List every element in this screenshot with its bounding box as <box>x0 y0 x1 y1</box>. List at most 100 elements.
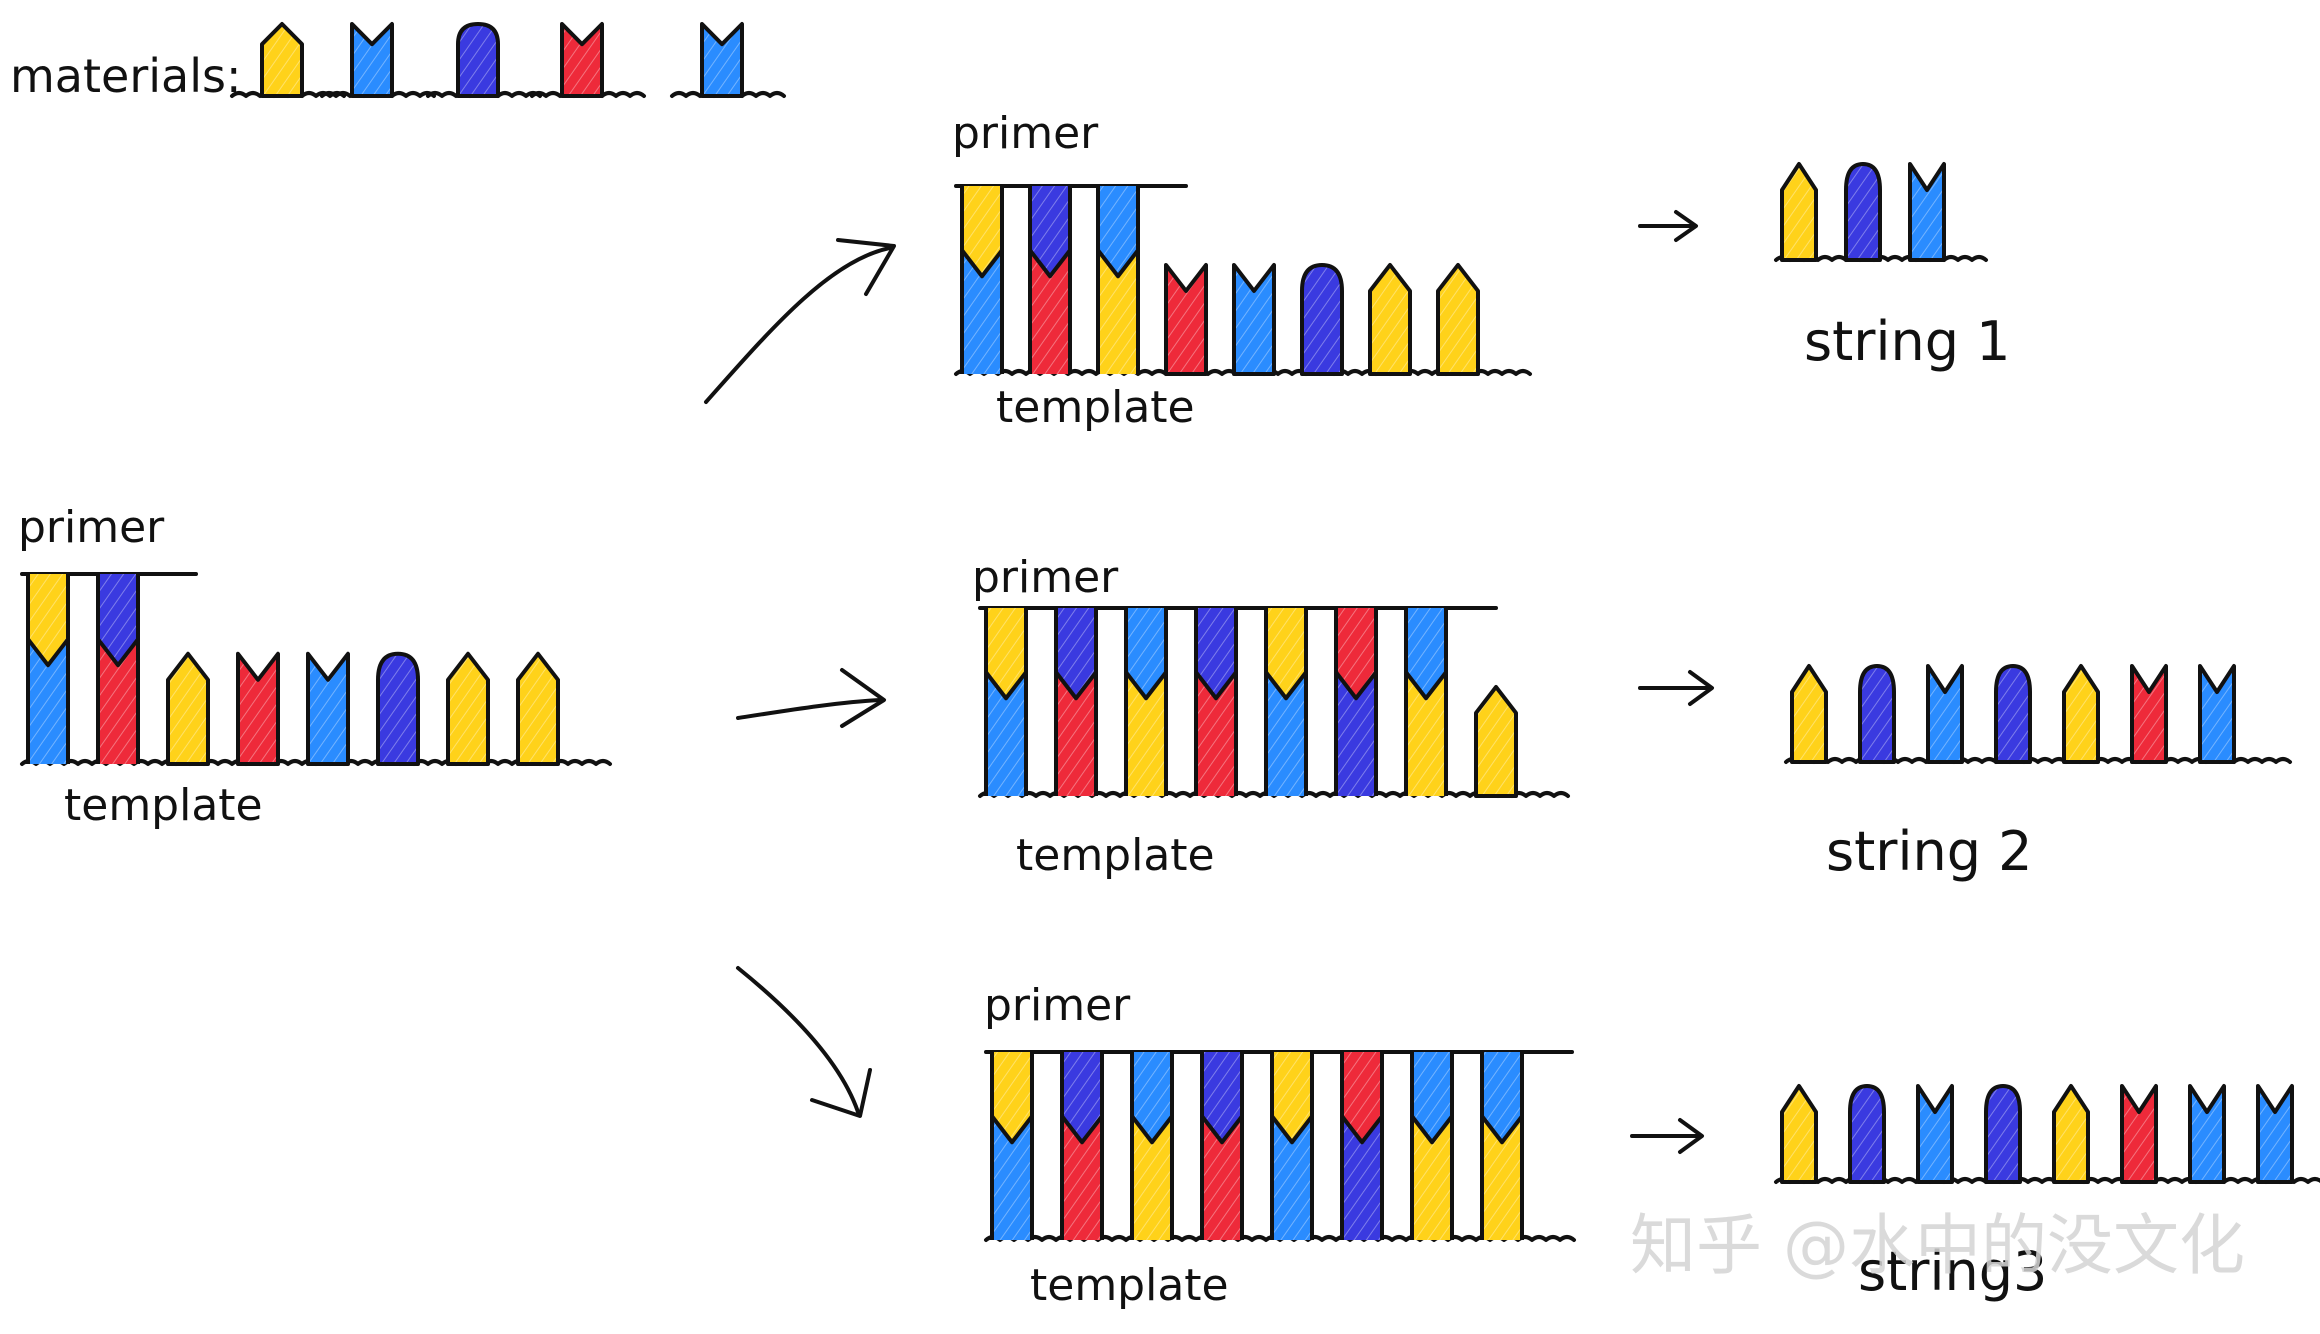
string-2-unit-0 <box>1790 664 1828 764</box>
template-free-3-outline <box>376 651 420 766</box>
materials-strip <box>230 22 786 98</box>
outcome-2-pair-2 <box>1124 608 1168 796</box>
outcome-3-pair-5-top-hatch <box>1342 1052 1382 1143</box>
string-2-unit-1-outline <box>1858 664 1896 764</box>
outcome-1-free-4-outline <box>1436 262 1480 376</box>
outcome-2-pair-5-outline <box>1334 608 1378 796</box>
materials-label: materials: <box>10 49 241 103</box>
outcome-3-pair-3-top-hatch <box>1202 1052 1242 1143</box>
template-pair-1-bottom-hatch <box>98 639 138 764</box>
outcome-3-pair-5-outline <box>1340 1052 1384 1240</box>
outcome-2-pair-6-outline <box>1404 608 1448 796</box>
template-free-2-outline <box>306 651 350 766</box>
string-2-product <box>1784 664 2292 764</box>
outcome-1-pair-2-top-hatch <box>1098 186 1138 277</box>
template-free-1 <box>236 651 280 766</box>
outcome-1-pair-1 <box>1028 186 1072 374</box>
template-free-0 <box>166 651 210 766</box>
outcome-3-pair-0 <box>990 1052 1034 1240</box>
string-3-unit-4-outline <box>2052 1084 2090 1184</box>
template-free-0-outline <box>166 651 210 766</box>
branch-arrow-up <box>704 238 896 404</box>
outcome-3-pair-6-top-hatch <box>1412 1052 1452 1143</box>
outcome-1-pair-0-outline <box>960 186 1004 374</box>
material-unit-0-hatch <box>262 24 302 96</box>
outcome-2-pair-5-bottom-hatch <box>1336 672 1376 796</box>
watermark-text: 知乎 @水中的没文化 <box>1630 1207 2245 1284</box>
string-2-unit-6-hatch <box>2200 666 2234 762</box>
outcome-2-pair-6-bottom-hatch <box>1406 672 1446 796</box>
string-2-unit-3-hatch <box>1996 666 2030 762</box>
string-2-unit-4-hatch <box>2064 666 2098 762</box>
outcome-2-free-0-hatch <box>1476 686 1516 796</box>
outcome-3-pair-1 <box>1060 1052 1104 1240</box>
outcome-1-pair-0 <box>960 186 1004 374</box>
outcome-2-pair-5-top-hatch <box>1336 608 1376 699</box>
outcome-2-pair-4-bottom-hatch <box>1266 672 1306 796</box>
outcome-3-pair-4-top-hatch <box>1272 1052 1312 1143</box>
string-3-unit-3-outline <box>1984 1084 2022 1184</box>
string-3-unit-6 <box>2188 1084 2226 1184</box>
outcome-2-pair-4-outline <box>1264 608 1308 796</box>
template-pair-1 <box>96 574 140 764</box>
outcome-2-pair-6-top-hatch <box>1406 608 1446 699</box>
outcome-3-pair-1-top-hatch <box>1062 1052 1102 1143</box>
string-2-unit-5-hatch <box>2132 666 2166 762</box>
outcome-2-pair-4-top-hatch <box>1266 608 1306 699</box>
template-free-2 <box>306 651 350 766</box>
outcome-1-free-2 <box>1300 262 1344 376</box>
template-free-4 <box>446 651 490 766</box>
template-label-1: template <box>996 382 1195 433</box>
outcome-3-pair-4 <box>1270 1052 1314 1240</box>
string-label-2: string 2 <box>1826 820 2033 883</box>
primer-label-2: primer <box>972 552 1119 603</box>
string-3-unit-5-outline <box>2120 1084 2158 1184</box>
outcome-2-pair-2-bottom-hatch <box>1126 672 1166 796</box>
outcome-3-pair-3 <box>1200 1052 1244 1240</box>
outcome-3-pair-6-outline <box>1410 1052 1454 1240</box>
outcome-2-pair-0-top-hatch <box>986 608 1026 699</box>
outcome-2-pair-3-top-hatch <box>1196 608 1236 699</box>
outcome-3-pair-0-outline <box>990 1052 1034 1240</box>
material-unit-0-outline <box>260 22 304 98</box>
outcome-2-pair-1-outline <box>1054 608 1098 796</box>
outcome-2-pair-2-top-hatch <box>1126 608 1166 699</box>
outcome-3-pair-2-bottom-hatch <box>1132 1116 1172 1240</box>
string-3-unit-2 <box>1916 1084 1954 1184</box>
outcome-1-free-1-outline <box>1232 262 1276 376</box>
outcome-3-pair-5-bottom-hatch <box>1342 1116 1382 1240</box>
template-free-5-outline <box>516 651 560 766</box>
template-free-5 <box>516 651 560 766</box>
string-1-product <box>1774 162 1988 262</box>
string-3-unit-0 <box>1780 1084 1818 1184</box>
material-unit-1-outline <box>350 22 394 98</box>
string-3-unit-4-hatch <box>2054 1086 2088 1182</box>
outcome-3-pair-6 <box>1410 1052 1454 1240</box>
template-pair-1-outline <box>96 574 140 764</box>
string-2-unit-3 <box>1994 664 2032 764</box>
outcome-2-free-0 <box>1474 684 1518 798</box>
template-label-left: template <box>64 780 263 831</box>
template-pair-0-outline <box>26 574 70 764</box>
outcome-1-free-0-outline <box>1164 262 1208 376</box>
primer-label-left: primer <box>18 502 165 553</box>
string-3-unit-6-outline <box>2188 1084 2226 1184</box>
outcome-1-free-1 <box>1232 262 1276 376</box>
outcome-1-free-0-hatch <box>1166 264 1206 374</box>
outcome-1-strand <box>954 184 1532 376</box>
outcome-3-pair-2-outline <box>1130 1052 1174 1240</box>
outcome-3-pair-7-top-hatch <box>1482 1052 1522 1143</box>
template-free-3 <box>376 651 420 766</box>
string-2-unit-1-hatch <box>1860 666 1894 762</box>
arrow-to-string-2 <box>1638 670 1714 706</box>
material-unit-4 <box>700 22 744 98</box>
string-3-unit-5-hatch <box>2122 1086 2156 1182</box>
material-unit-0 <box>260 22 304 98</box>
outcome-1-pair-1-bottom-hatch <box>1030 250 1070 374</box>
string-2-unit-2-hatch <box>1928 666 1962 762</box>
outcome-1-pair-2-bottom-hatch <box>1098 250 1138 374</box>
outcome-3-pair-1-outline <box>1060 1052 1104 1240</box>
string-1-unit-2 <box>1908 162 1946 262</box>
outcome-1-pair-1-top-hatch <box>1030 186 1070 277</box>
outcome-1-free-3 <box>1368 262 1412 376</box>
